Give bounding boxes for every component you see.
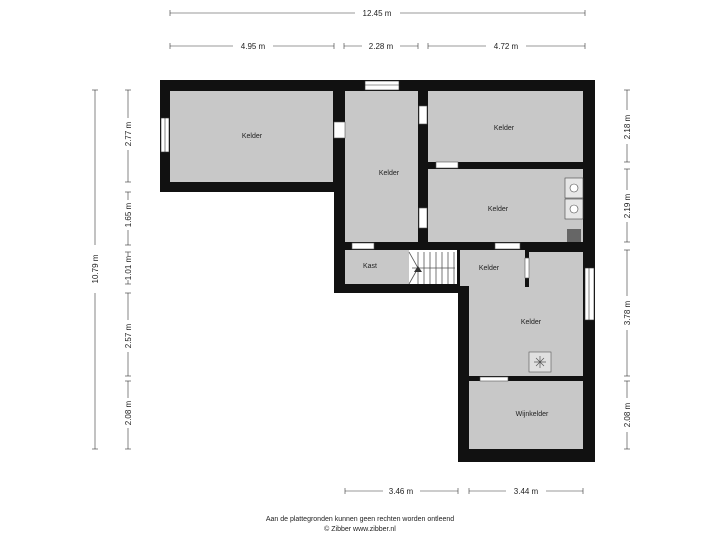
dim-top-seg-2: 2.28 m: [369, 42, 394, 51]
door-openings: [333, 105, 530, 382]
dim-left-seg-3: 1.01 m: [124, 255, 133, 280]
dim-left-total: 10.79 m: [91, 254, 100, 283]
room-floor-kast: [345, 250, 409, 284]
footer-copyright: © Zibber www.zibber.nl: [324, 526, 396, 533]
room-label-kelder-3: Kelder: [494, 125, 515, 132]
dim-right-seg-3: 3.78 m: [623, 300, 632, 325]
room-label-kelder-2: Kelder: [379, 170, 400, 177]
room-label-kelder-4: Kelder: [488, 206, 509, 213]
stairs-arrow: [414, 266, 422, 272]
dimension-lines: [92, 10, 630, 494]
dryer-icon: [564, 198, 584, 220]
dim-left-seg-2: 1.65 m: [124, 202, 133, 227]
room-floor-kelder-2: [345, 91, 418, 242]
dim-left-seg-5: 2.08 m: [124, 400, 133, 425]
room-floor-kelder-4: [428, 169, 583, 242]
fan-icon: [528, 351, 552, 373]
dim-right-seg-1: 2.18 m: [623, 114, 632, 139]
room-label-kelder-1: Kelder: [242, 133, 263, 140]
dim-top-seg-1: 4.95 m: [241, 42, 266, 51]
dim-left-seg-4: 2.57 m: [124, 323, 133, 348]
dim-bottom-seg-1: 3.46 m: [389, 487, 414, 496]
windows: [160, 80, 595, 321]
dim-top-seg-3: 4.72 m: [494, 42, 519, 51]
room-label-kast: Kast: [363, 263, 377, 270]
room-floor-kelder-3: [428, 91, 583, 162]
dim-right-seg-2: 2.19 m: [623, 193, 632, 218]
washing-machine-icon: [564, 177, 584, 199]
dim-bottom-seg-2: 3.44 m: [514, 487, 539, 496]
room-floor-kelder-5b: [460, 252, 469, 286]
room-label-wijnkelder: Wijnkelder: [516, 411, 549, 418]
room-floor-wijnkelder: [469, 381, 583, 449]
room-label-kelder-5: Kelder: [479, 265, 500, 272]
footer-disclaimer: Aan de plattegronden kunnen geen rechten…: [265, 516, 455, 523]
room-floor-kelder-1: [170, 91, 333, 182]
room-floor-stair: [409, 250, 457, 284]
room-label-kelder-6: Kelder: [521, 319, 542, 326]
dim-right-seg-4: 2.08 m: [623, 402, 632, 427]
dim-top-total: 12.45 m: [363, 9, 392, 18]
boiler-icon: [567, 229, 581, 242]
dim-left-seg-1: 2.77 m: [124, 121, 133, 146]
